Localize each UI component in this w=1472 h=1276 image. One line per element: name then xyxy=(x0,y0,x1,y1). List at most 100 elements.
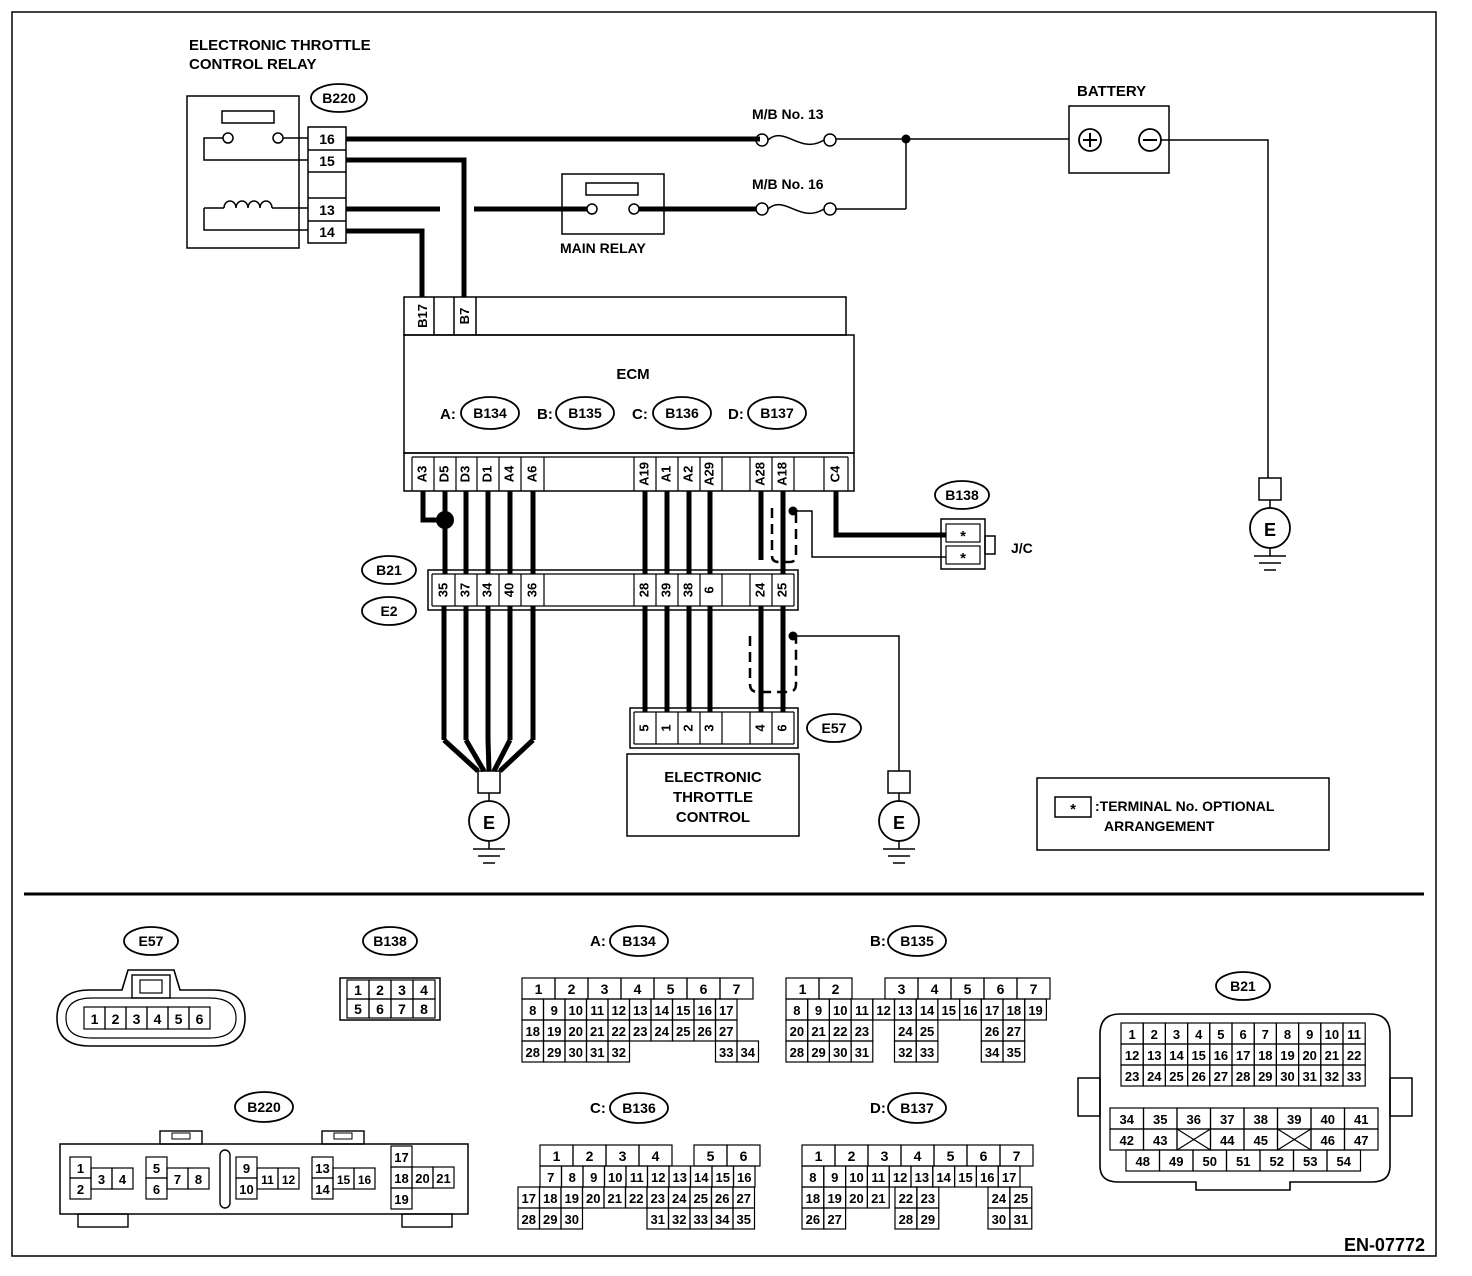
pin-cell: 13 xyxy=(898,1003,912,1018)
pin-cell: 5 xyxy=(707,1148,715,1164)
pin-cell: 13 xyxy=(915,1170,929,1185)
pin-cell: 15 xyxy=(337,1173,351,1187)
pin-cell: 12 xyxy=(876,1003,890,1018)
etc-relay-title-2: CONTROL RELAY xyxy=(189,56,317,73)
pin-cell: 24 xyxy=(1147,1069,1162,1084)
pin-cell: 21 xyxy=(1325,1048,1339,1063)
pin-cell: 31 xyxy=(651,1212,665,1227)
ground-engine: E xyxy=(468,770,510,864)
pin-cell: 33 xyxy=(1347,1069,1361,1084)
ecm-pin: A4 xyxy=(501,465,516,482)
pin-cell: 5 xyxy=(1217,1027,1224,1042)
pin-cell: 15 xyxy=(958,1170,972,1185)
pin-cell: 24 xyxy=(992,1191,1007,1206)
pin-cell: 4 xyxy=(420,982,428,998)
pin-cell: 27 xyxy=(719,1024,733,1039)
pin-cell: 16 xyxy=(698,1003,712,1018)
pin-cell: 19 xyxy=(565,1191,579,1206)
connector-tag-b21: B21 xyxy=(376,562,402,578)
pin-cell: 22 xyxy=(899,1191,913,1206)
e57-pin: 5 xyxy=(636,724,651,731)
pin-cell: 29 xyxy=(811,1045,825,1060)
legend-text-2: ARRANGEMENT xyxy=(1104,818,1215,834)
pin-cell: 35 xyxy=(1153,1112,1167,1127)
pin-cell: 31 xyxy=(855,1045,869,1060)
view-tag-b135: B135 xyxy=(900,933,934,949)
pin-cell: 3 xyxy=(601,981,609,997)
pin-cell: 10 xyxy=(833,1003,847,1018)
ecm-pin-b7: B7 xyxy=(457,308,472,325)
pin-cell: 3 xyxy=(881,1148,889,1164)
pin-cell: 2 xyxy=(832,981,840,997)
pin-cell: 23 xyxy=(633,1024,647,1039)
pin-cell: 32 xyxy=(898,1045,912,1060)
pin-cell: 6 xyxy=(700,981,708,997)
ecm-label: ECM xyxy=(616,366,649,383)
pin-cell: 27 xyxy=(1214,1069,1228,1084)
pin-cell: 5 xyxy=(947,1148,955,1164)
ecm-pin: A19 xyxy=(636,462,651,486)
pin-cell: 26 xyxy=(698,1024,712,1039)
pin-cell: 7 xyxy=(398,1001,406,1017)
ecm-prefix-d: D: xyxy=(728,406,744,423)
pin-cell: 1 xyxy=(77,1161,84,1176)
pin-cell: 6 xyxy=(196,1011,204,1027)
pin-cell: 4 xyxy=(1195,1027,1203,1042)
pin-cell: 2 xyxy=(376,982,384,998)
pin-cell: 44 xyxy=(1220,1133,1235,1148)
pin-cell: 1 xyxy=(815,1148,823,1164)
pin-cell: 4 xyxy=(914,1148,922,1164)
pin-cell: 26 xyxy=(715,1191,729,1206)
ecm-prefix-a: A: xyxy=(440,406,456,423)
pin-cell: 28 xyxy=(522,1212,536,1227)
ground-battery: E xyxy=(1249,477,1291,571)
pin-cell: 29 xyxy=(543,1212,557,1227)
pin-cell: 2 xyxy=(112,1011,120,1027)
jc-pin: * xyxy=(960,528,966,545)
view-tag-b137: B137 xyxy=(900,1100,934,1116)
ecm-pin: A28 xyxy=(752,462,767,486)
legend-text-1: :TERMINAL No. OPTIONAL xyxy=(1095,798,1275,814)
pin-cell: 2 xyxy=(568,981,576,997)
pin-cell: 3 xyxy=(398,982,406,998)
pin-cell: 29 xyxy=(547,1045,561,1060)
pin-cell: 20 xyxy=(1302,1048,1316,1063)
pin-cell: 48 xyxy=(1136,1154,1150,1169)
pin-cell: 12 xyxy=(282,1173,296,1187)
pin-cell: 19 xyxy=(1028,1003,1042,1018)
pin-cell: 8 xyxy=(420,1001,428,1017)
pin-cell: 16 xyxy=(963,1003,977,1018)
pin-cell: 27 xyxy=(827,1212,841,1227)
pin-cell: 1 xyxy=(91,1011,99,1027)
pin-cell: 35 xyxy=(1007,1045,1021,1060)
pin-cell: 23 xyxy=(1125,1069,1139,1084)
pin-cell: 30 xyxy=(992,1212,1006,1227)
pin-cell: 36 xyxy=(1187,1112,1201,1127)
pin-cell: 12 xyxy=(612,1003,626,1018)
ecm-pin: A6 xyxy=(524,466,539,483)
pin-cell: 11 xyxy=(261,1173,274,1187)
fuse-mb13: M/B No. 13 xyxy=(752,106,837,147)
ecm-prefix-b: B: xyxy=(537,406,553,423)
e57-pin: 3 xyxy=(701,724,716,731)
pin-cell: 49 xyxy=(1169,1154,1183,1169)
pin-cell: 21 xyxy=(811,1024,825,1039)
etc-relay: ELECTRONIC THROTTLE CONTROL RELAY 16 15 … xyxy=(186,37,371,249)
pin-cell: 42 xyxy=(1120,1133,1134,1148)
pin-cell: 4 xyxy=(634,981,642,997)
ecm-prefix-c: C: xyxy=(632,406,648,423)
pin-cell: 6 xyxy=(980,1148,988,1164)
pin-cell: 29 xyxy=(921,1212,935,1227)
pin-cell: 22 xyxy=(612,1024,626,1039)
pin-cell: 7 xyxy=(547,1170,554,1185)
pin-cell: 23 xyxy=(855,1024,869,1039)
pin-cell: 25 xyxy=(676,1024,690,1039)
connector-tag-b137: B137 xyxy=(760,405,794,421)
pin-cell: 37 xyxy=(1220,1112,1234,1127)
